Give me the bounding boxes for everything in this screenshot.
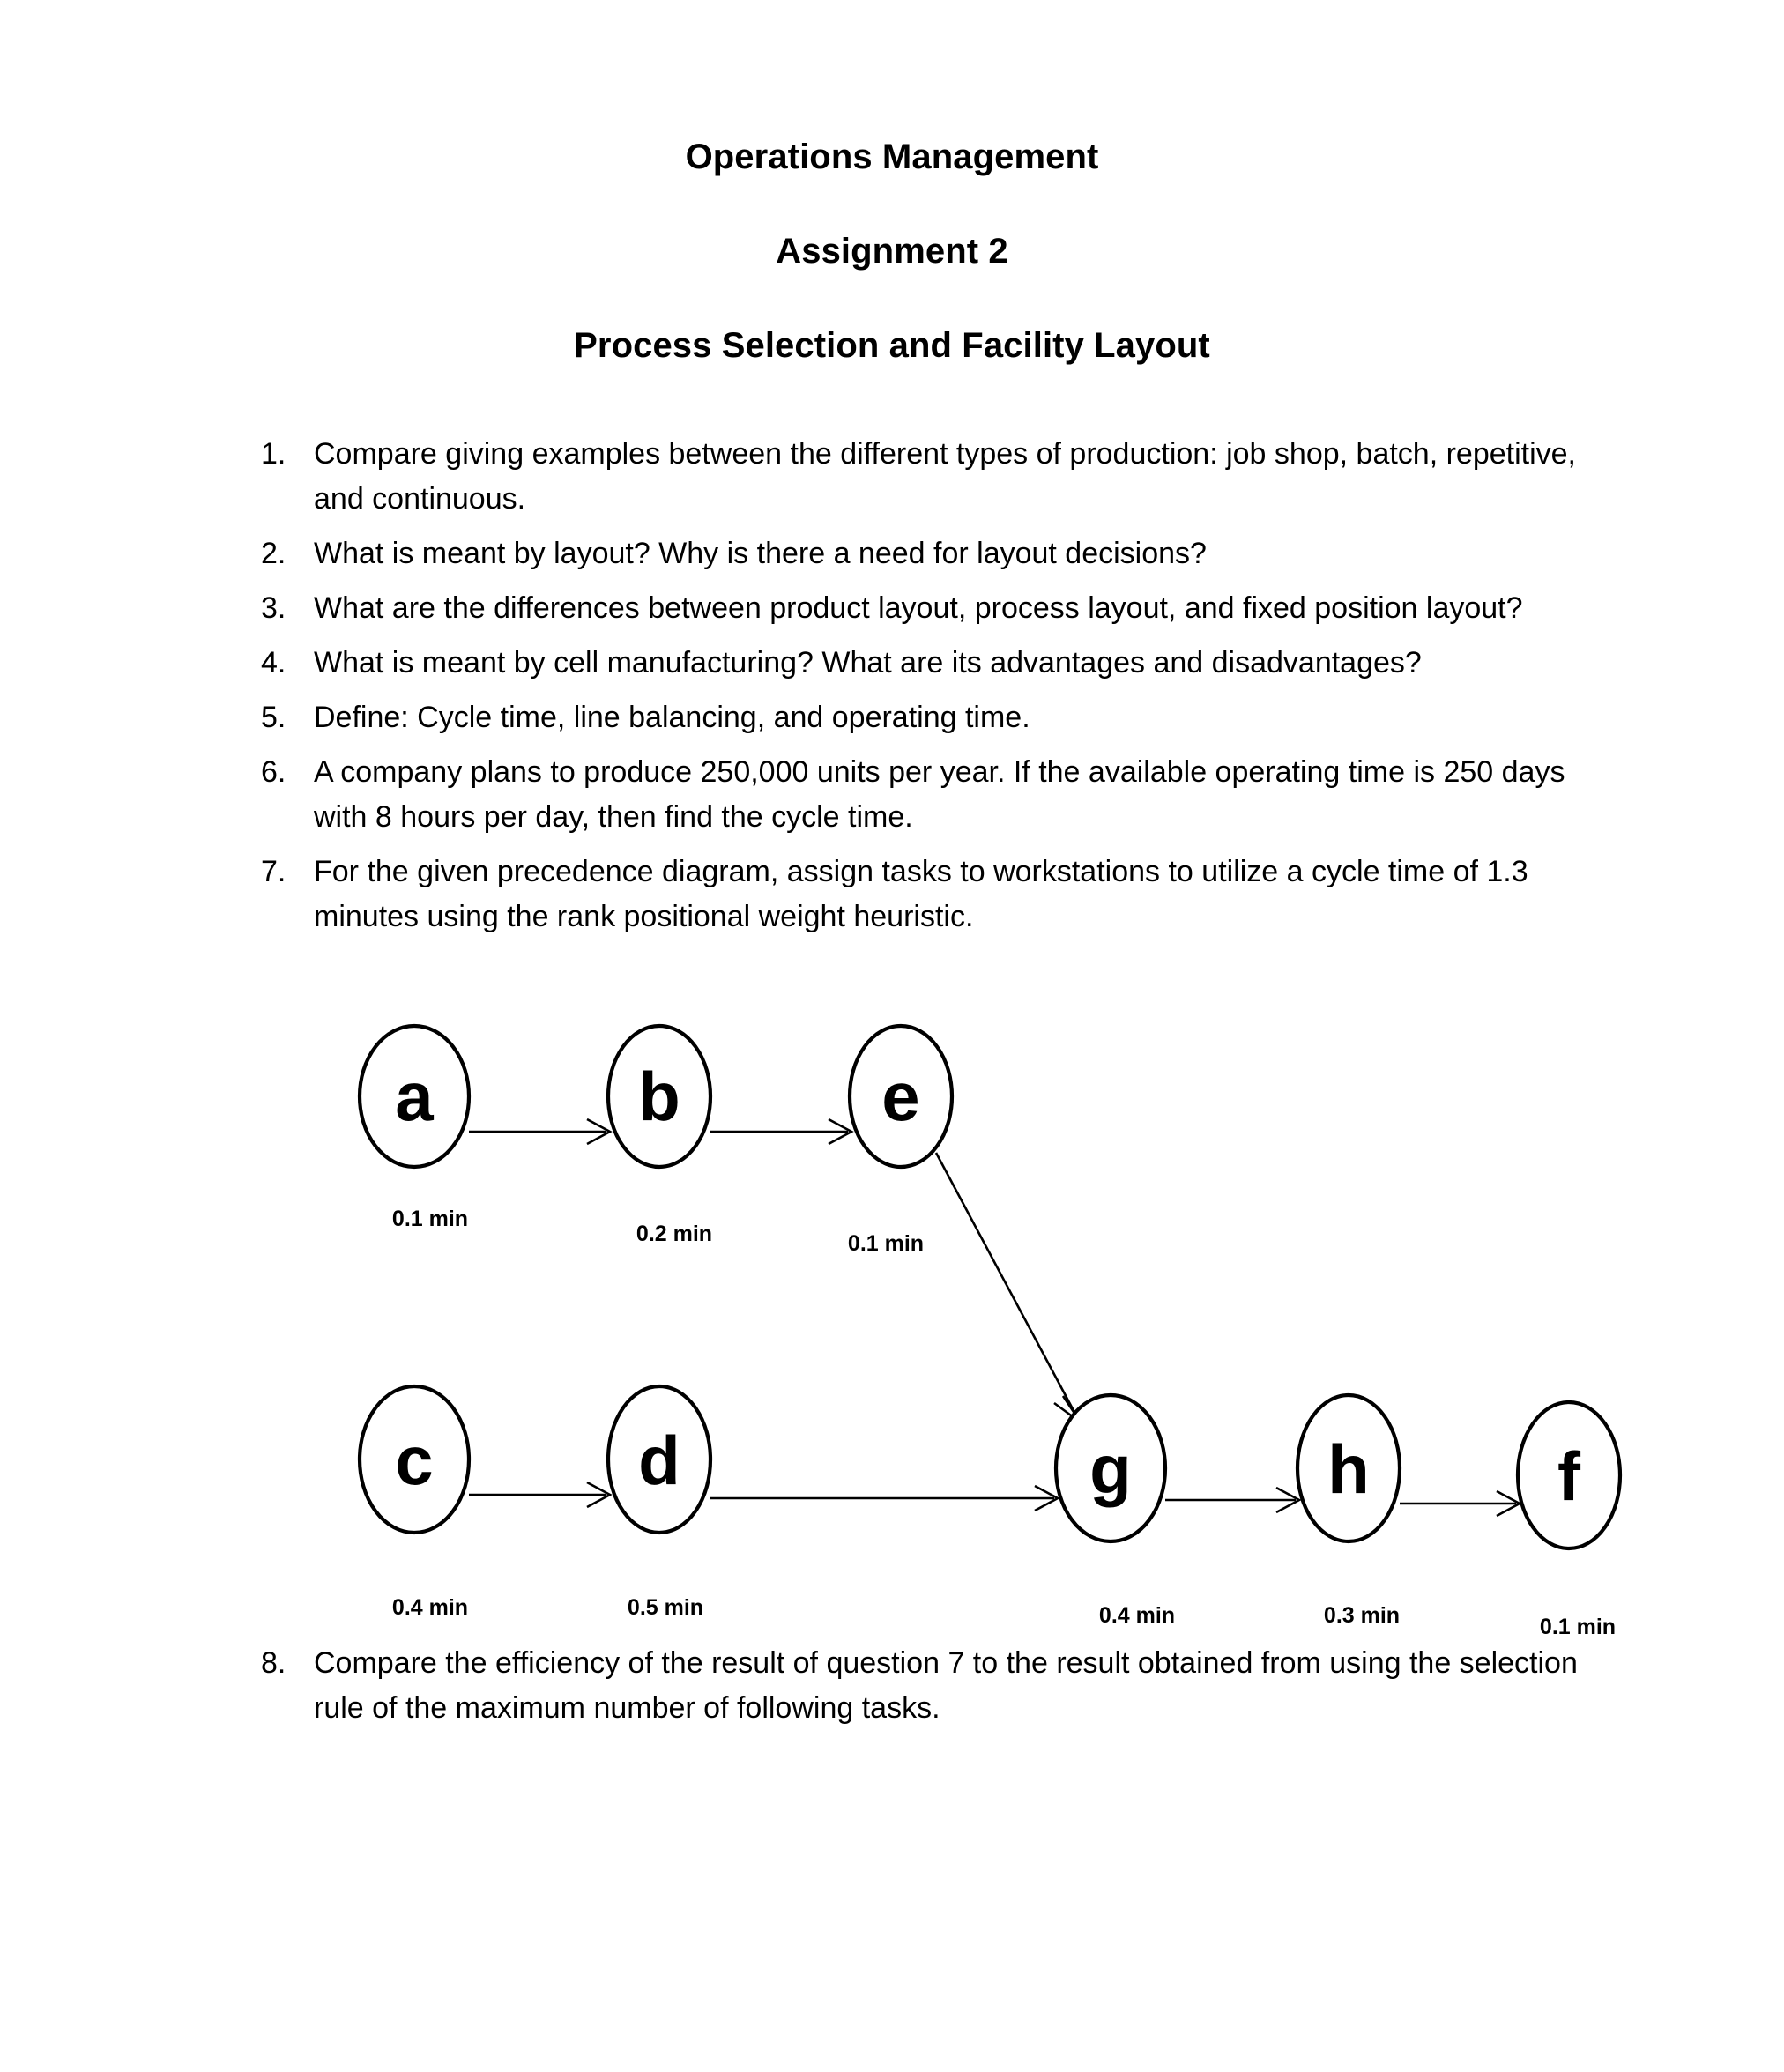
node-f-time-label: 0.1 min xyxy=(1540,1615,1616,1639)
node-e-ellipse xyxy=(847,1023,955,1170)
node-d-ellipse xyxy=(606,1384,713,1535)
node-e-label: e xyxy=(881,1058,919,1135)
topic-subtitle: Process Selection and Facility Layout xyxy=(574,326,1210,365)
diagram-time-labels: 0.1 min 0.2 min 0.1 min 0.4 min 0.5 min … xyxy=(392,1207,1616,1639)
question-list-top: 1. Compare giving examples between the d… xyxy=(261,432,1601,949)
list-item-number: 7. xyxy=(261,855,286,888)
node-b-time-label: 0.2 min xyxy=(636,1222,712,1246)
list-item-number: 4. xyxy=(261,646,286,680)
node-e-time-label: 0.1 min xyxy=(848,1231,924,1256)
list-item-number: 2. xyxy=(261,537,286,570)
node-d-label: d xyxy=(638,1422,680,1499)
node-b: b xyxy=(606,1023,713,1170)
node-a: a xyxy=(357,1023,472,1170)
document-headings: Operations Management Assignment 2 Proce… xyxy=(0,139,1784,363)
node-g-label: g xyxy=(1089,1430,1132,1508)
list-item-text: What is meant by layout? Why is there a … xyxy=(314,537,1207,570)
node-e: e xyxy=(847,1023,955,1170)
list-item-number: 1. xyxy=(261,437,286,471)
list-item: 7. For the given precedence diagram, ass… xyxy=(261,850,1601,939)
list-item-text: Compare giving examples between the diff… xyxy=(314,437,1577,516)
page-title: Operations Management xyxy=(685,137,1099,176)
list-item: 1. Compare giving examples between the d… xyxy=(261,432,1601,522)
node-g-time-label: 0.4 min xyxy=(1099,1603,1175,1628)
edge-e-g xyxy=(934,1152,1079,1418)
list-item-text: A company plans to produce 250,000 units… xyxy=(314,755,1565,834)
precedence-diagram: a b e c d xyxy=(308,966,1623,1639)
node-c-time-label: 0.4 min xyxy=(392,1595,468,1620)
node-f-ellipse xyxy=(1515,1400,1623,1551)
list-item: 5. Define: Cycle time, line balancing, a… xyxy=(261,695,1601,740)
node-c-label: c xyxy=(395,1422,433,1499)
list-item: 6. A company plans to produce 250,000 un… xyxy=(261,750,1601,840)
node-a-time-label: 0.1 min xyxy=(392,1207,468,1231)
list-item-number: 3. xyxy=(261,591,286,625)
diagram-nodes: a b e c d xyxy=(357,1023,1623,1551)
arrowhead-d-g xyxy=(1034,1484,1060,1512)
arrowhead-h-f xyxy=(1496,1489,1522,1518)
list-item: 8. Compare the efficiency of the result … xyxy=(261,1641,1601,1731)
arrowhead-g-h xyxy=(1275,1486,1302,1514)
node-h-time-label: 0.3 min xyxy=(1324,1603,1400,1628)
node-a-ellipse xyxy=(357,1023,472,1170)
diagram-edges xyxy=(469,1118,1522,1518)
node-a-label: a xyxy=(395,1058,434,1135)
list-item-number: 6. xyxy=(261,755,286,789)
node-b-label: b xyxy=(638,1058,680,1135)
node-h-ellipse xyxy=(1295,1392,1402,1544)
question-list-bottom: 8. Compare the efficiency of the result … xyxy=(261,1641,1601,1741)
list-item-text: Compare the efficiency of the result of … xyxy=(314,1646,1578,1725)
arrowhead-b-e xyxy=(828,1118,854,1146)
assignment-subtitle: Assignment 2 xyxy=(776,232,1008,271)
node-d-time-label: 0.5 min xyxy=(628,1595,703,1620)
list-item: 3. What are the differences between prod… xyxy=(261,586,1601,631)
node-c-ellipse xyxy=(357,1384,472,1535)
node-g-ellipse xyxy=(1053,1392,1168,1544)
node-b-ellipse xyxy=(606,1023,713,1170)
arrowhead-c-d xyxy=(586,1481,613,1509)
node-c: c xyxy=(357,1384,472,1535)
list-item-number: 8. xyxy=(261,1646,286,1680)
list-item-text: Define: Cycle time, line balancing, and … xyxy=(314,701,1030,734)
node-f: f xyxy=(1515,1400,1623,1551)
list-item: 2. What is meant by layout? Why is there… xyxy=(261,531,1601,576)
arrowhead-a-b xyxy=(586,1118,613,1146)
node-h: h xyxy=(1295,1392,1402,1544)
list-item-text: What is meant by cell manufacturing? Wha… xyxy=(314,646,1422,680)
list-item-text: For the given precedence diagram, assign… xyxy=(314,855,1528,933)
list-item: 4. What is meant by cell manufacturing? … xyxy=(261,641,1601,686)
node-d: d xyxy=(606,1384,713,1535)
node-f-label: f xyxy=(1557,1437,1581,1515)
node-h-label: h xyxy=(1327,1430,1370,1508)
node-g: g xyxy=(1053,1392,1168,1544)
list-item-number: 5. xyxy=(261,701,286,734)
list-item-text: What are the differences between product… xyxy=(314,591,1523,625)
